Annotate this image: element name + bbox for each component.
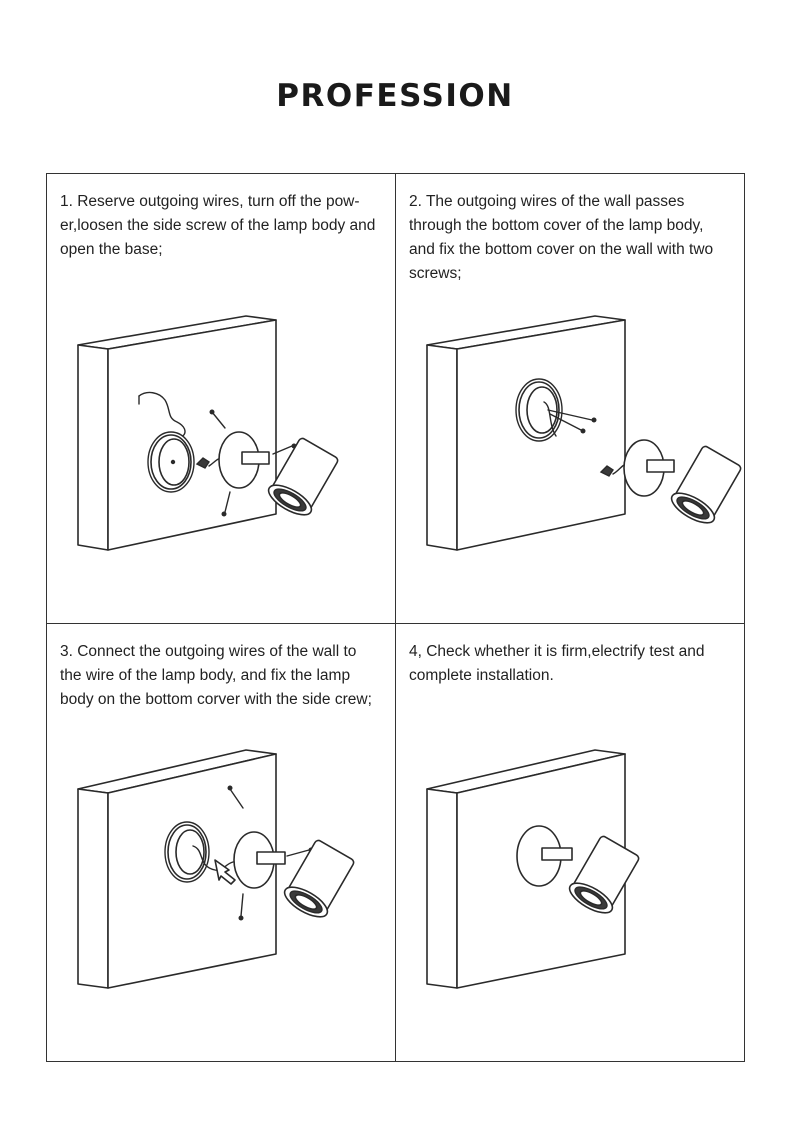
step-1-panel: 1. Reserve outgoing wires, turn off the … (47, 174, 395, 623)
wall-block-icon (77, 315, 277, 551)
wire-icon (543, 401, 557, 437)
step-1-text: 1. Reserve outgoing wires, turn off the … (60, 193, 376, 258)
spot-lamp-icon (233, 831, 355, 918)
spot-lamp-icon (599, 439, 742, 524)
wall-block-icon (426, 315, 626, 551)
screw-icon (547, 409, 597, 434)
mounting-base-icon (164, 821, 210, 883)
wire-icon (138, 391, 186, 437)
step-4-panel: 4, Check whether it is firm,electrify te… (396, 624, 746, 1062)
step-2-panel: 2. The outgoing wires of the wall passes… (396, 174, 746, 623)
grid-divider-horizontal (47, 623, 744, 624)
step-4-illustration (426, 749, 640, 989)
wire-icon (192, 845, 234, 872)
step-1-illustration (77, 315, 339, 551)
mounting-base-icon (147, 431, 195, 493)
spot-lamp-icon (195, 431, 339, 516)
step-3-text: 3. Connect the outgoing wires of the wal… (60, 643, 372, 708)
insert-arrow-icon (214, 859, 236, 885)
grid-divider-vertical (395, 174, 396, 1061)
page-title: PROFESSION (276, 78, 514, 114)
step-2-illustration (426, 315, 742, 551)
step-4-text: 4, Check whether it is firm,electrify te… (409, 643, 705, 684)
step-2-text: 2. The outgoing wires of the wall passes… (409, 193, 714, 282)
step-3-illustration (77, 749, 355, 989)
spot-lamp-icon (516, 825, 640, 914)
step-3-panel: 3. Connect the outgoing wires of the wal… (47, 624, 395, 1062)
mounting-base-icon (515, 378, 563, 442)
instruction-grid: 1. Reserve outgoing wires, turn off the … (46, 173, 745, 1062)
